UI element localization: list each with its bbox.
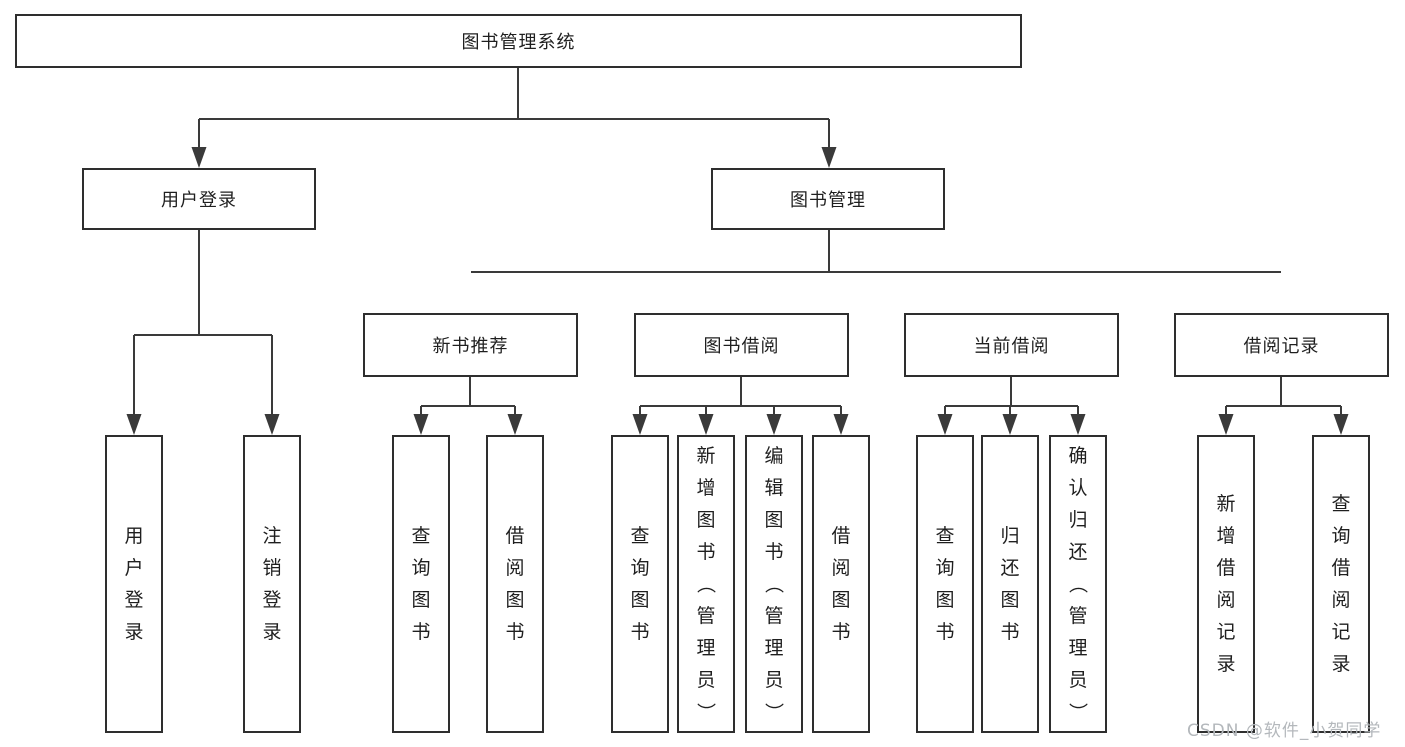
leaf-return-books: 归还图书 (981, 435, 1039, 733)
arrowhead-icon (833, 414, 849, 435)
leaf-query-borrow-record: 查询借阅记录 (1312, 435, 1370, 733)
leaf-query-books-recommend: 查询图书 (392, 435, 450, 733)
node-system: 图书管理系统 (15, 14, 1022, 68)
arrowhead-icon (264, 414, 280, 435)
arrowhead-icon (821, 147, 837, 168)
node-current-borrow: 当前借阅 (904, 313, 1119, 377)
arrowhead-icon (191, 147, 207, 168)
leaf-add-borrow-record: 新增借阅记录 (1197, 435, 1255, 733)
leaf-logout: 注销登录 (243, 435, 301, 733)
arrowhead-icon (632, 414, 648, 435)
node-user-login: 用户登录 (82, 168, 316, 230)
arrowhead-icon (937, 414, 953, 435)
node-book-borrow: 图书借阅 (634, 313, 849, 377)
node-book-management: 图书管理 (711, 168, 945, 230)
leaf-query-books-current: 查询图书 (916, 435, 974, 733)
arrowhead-icon (1070, 414, 1086, 435)
leaf-user-login: 用户登录 (105, 435, 163, 733)
node-new-book-recommend: 新书推荐 (363, 313, 578, 377)
arrowhead-icon (1218, 414, 1234, 435)
arrowhead-icon (413, 414, 429, 435)
leaf-query-books-borrow: 查询图书 (611, 435, 669, 733)
arrowhead-icon (766, 414, 782, 435)
leaf-confirm-return-admin: 确认归还（管理员） (1049, 435, 1107, 733)
arrowhead-icon (1333, 414, 1349, 435)
arrowhead-icon (698, 414, 714, 435)
leaf-borrow-books: 借阅图书 (812, 435, 870, 733)
leaf-borrow-books-recommend: 借阅图书 (486, 435, 544, 733)
arrowhead-icon (126, 414, 142, 435)
node-borrow-records: 借阅记录 (1174, 313, 1389, 377)
leaf-add-books-admin: 新增图书（管理员） (677, 435, 735, 733)
arrowhead-icon (507, 414, 523, 435)
leaf-edit-books-admin: 编辑图书（管理员） (745, 435, 803, 733)
watermark-text: CSDN @软件_小贺同学 (1187, 721, 1382, 741)
arrowhead-icon (1002, 414, 1018, 435)
